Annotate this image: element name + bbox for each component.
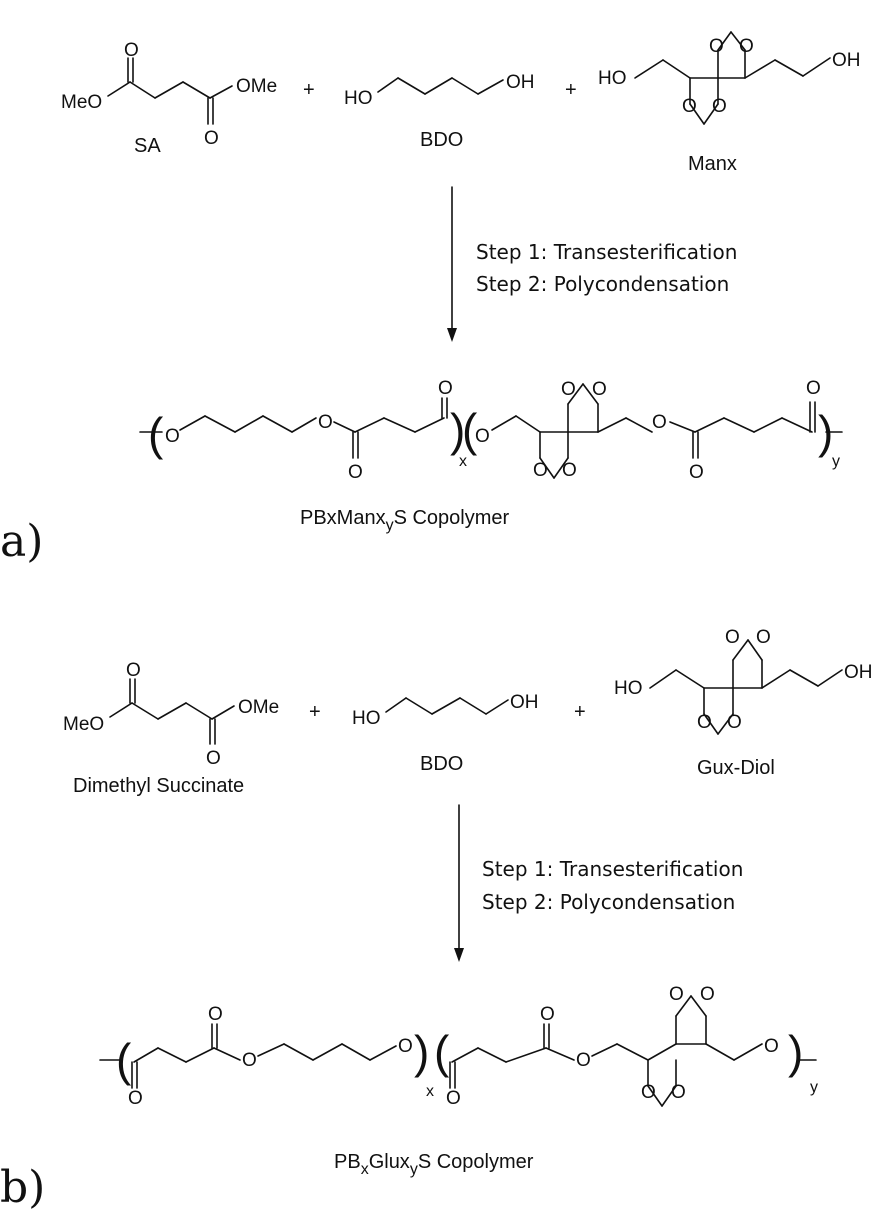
- product-b-ester-o: O: [764, 1036, 779, 1057]
- bdo-b-ho-label: HO: [352, 708, 381, 729]
- product-a-carbonyl-o: O: [348, 462, 363, 483]
- gux-oh-label: OH: [844, 662, 873, 683]
- ds-name: Dimethyl Succinate: [73, 775, 244, 797]
- product-a-carbonyl-o: O: [806, 378, 821, 399]
- repeat-bracket: ): [450, 404, 465, 456]
- product-b-carbonyl-o: O: [128, 1088, 143, 1109]
- product-a-name-main: PBxManx: [300, 507, 386, 529]
- product-b-name-c: S Copolymer: [418, 1151, 534, 1173]
- product-a-ester-o: O: [165, 426, 180, 447]
- sa-meo-label: MeO: [61, 92, 102, 113]
- manx-ring-o: O: [709, 36, 724, 57]
- bdo-molecule-a: HO OH BDO: [344, 72, 535, 151]
- manx-molecule: HO OH O O O O Manx: [598, 31, 861, 175]
- panel-b: MeO OMe O O Dimethyl Succinate + HO OH B…: [0, 627, 873, 1213]
- manx-ring-o: O: [712, 96, 727, 117]
- step-1-label-a: Step 1: Transesterification: [476, 240, 737, 264]
- product-b-carbonyl-o: O: [208, 1004, 223, 1025]
- product-b-name: PBxGluxyS Copolymer: [334, 1151, 534, 1178]
- manx-ring-o: O: [739, 36, 754, 57]
- step-1-label-b: Step 1: Transesterification: [482, 857, 743, 881]
- index-x-a: x: [459, 453, 467, 470]
- repeat-bracket: (: [462, 404, 478, 456]
- manx-ring-o: O: [682, 96, 697, 117]
- product-a-ring-o: O: [561, 379, 576, 400]
- sa-ome-label: OMe: [236, 76, 277, 97]
- bdo-b-oh-label: OH: [510, 692, 539, 713]
- product-a-ring-o: O: [562, 460, 577, 481]
- product-b-name-a: PB: [334, 1151, 361, 1173]
- sa-name: SA: [134, 135, 161, 157]
- gux-ring-o: O: [727, 712, 742, 733]
- ds-ome-label: OMe: [238, 697, 279, 718]
- repeat-bracket: (: [148, 408, 164, 460]
- product-a-name-tail: S Copolymer: [394, 507, 510, 529]
- product-b-name-sub-x: x: [361, 1161, 369, 1178]
- sa-molecule: MeO OMe O O SA: [61, 40, 277, 157]
- gux-ring-o: O: [725, 627, 740, 648]
- product-b-carbonyl-o: O: [540, 1004, 555, 1025]
- index-y-a: y: [832, 453, 840, 470]
- bdo-a-name: BDO: [420, 129, 463, 151]
- product-b-ring-o: O: [671, 1082, 686, 1103]
- product-b-ester-o: O: [398, 1036, 413, 1057]
- dimethyl-succinate-molecule: MeO OMe O O Dimethyl Succinate: [63, 660, 279, 797]
- reaction-arrow-a: [447, 186, 457, 342]
- gux-ho-label: HO: [614, 678, 643, 699]
- product-a-ester-o: O: [475, 426, 490, 447]
- plus-sign-4: +: [574, 701, 586, 723]
- manx-oh-label: OH: [832, 50, 861, 71]
- index-y-b: y: [810, 1079, 818, 1096]
- gux-ring-o: O: [756, 627, 771, 648]
- index-x-b: x: [426, 1083, 434, 1100]
- bdo-molecule-b: HO OH BDO: [352, 692, 539, 775]
- ds-meo-label: MeO: [63, 714, 104, 735]
- product-a-name: PBxManxyS Copolymer: [300, 507, 510, 534]
- product-a-structure: ( O O O O ) x ( O: [139, 378, 843, 483]
- panel-b-label: b): [0, 1162, 45, 1213]
- product-b-name-sub-y: y: [410, 1161, 418, 1178]
- product-b-ester-o: O: [576, 1050, 591, 1071]
- ds-carbonyl-o-top: O: [126, 660, 141, 681]
- product-b-ring-o: O: [669, 984, 684, 1005]
- plus-sign-1: +: [303, 79, 315, 101]
- step-2-label-b: Step 2: Polycondensation: [482, 890, 735, 914]
- product-b-structure: ( O O O O ) x ( O: [99, 984, 818, 1109]
- sa-carbonyl-o-bottom: O: [204, 128, 219, 149]
- repeat-bracket: (: [116, 1034, 132, 1086]
- product-b-ester-o: O: [242, 1050, 257, 1071]
- product-a-ring-o: O: [592, 379, 607, 400]
- ds-carbonyl-o-bottom: O: [206, 748, 221, 769]
- bdo-a-oh-label: OH: [506, 72, 535, 93]
- product-b-carbonyl-o: O: [446, 1088, 461, 1109]
- plus-sign-3: +: [309, 701, 321, 723]
- bdo-b-name: BDO: [420, 753, 463, 775]
- repeat-bracket: ): [788, 1026, 803, 1078]
- gux-ring-o: O: [697, 712, 712, 733]
- bdo-a-ho-label: HO: [344, 88, 373, 109]
- product-a-ester-o: O: [318, 412, 333, 433]
- gux-name: Gux-Diol: [697, 757, 775, 779]
- product-b-name-b: Glux: [369, 1151, 410, 1173]
- panel-a-label: a): [0, 516, 43, 567]
- product-b-ring-o: O: [641, 1082, 656, 1103]
- product-b-ring-o: O: [700, 984, 715, 1005]
- gux-diol-molecule: HO OH O O O O Gux-Diol: [614, 627, 873, 779]
- product-a-ring-o: O: [533, 460, 548, 481]
- repeat-bracket: ): [414, 1026, 429, 1078]
- product-a-name-sub: y: [386, 517, 394, 534]
- repeat-bracket: (: [434, 1026, 450, 1078]
- plus-sign-2: +: [565, 79, 577, 101]
- product-a-carbonyl-o: O: [689, 462, 704, 483]
- reaction-arrow-b: [454, 804, 464, 962]
- manx-ho-label: HO: [598, 68, 627, 89]
- manx-name: Manx: [688, 153, 737, 175]
- step-2-label-a: Step 2: Polycondensation: [476, 272, 729, 296]
- product-a-ester-o: O: [652, 412, 667, 433]
- panel-a: MeO OMe O O SA + HO OH BDO +: [0, 31, 861, 567]
- product-a-carbonyl-o: O: [438, 378, 453, 399]
- sa-carbonyl-o-top: O: [124, 40, 139, 61]
